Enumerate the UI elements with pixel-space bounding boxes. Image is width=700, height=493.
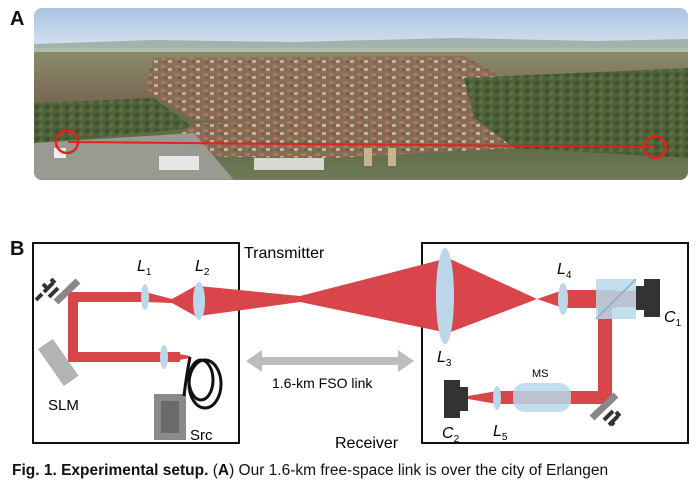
- beam-to-c2: [468, 391, 497, 404]
- camera-c2-label: C2: [442, 425, 460, 445]
- panel-a-letter: A: [10, 8, 25, 30]
- transmitter-label: Transmitter: [244, 245, 325, 262]
- receiver-box: [421, 242, 689, 444]
- lens-l4-label: L4: [557, 261, 572, 281]
- fso-link-arrow: [246, 350, 414, 372]
- link-path-line: [67, 141, 655, 148]
- camera-c1-icon: [636, 279, 660, 317]
- aerial-city-image: [34, 8, 688, 180]
- beam-mirror-l1: [68, 292, 146, 302]
- beam-l1-l2: [145, 284, 199, 318]
- free-space-beam: [199, 258, 448, 333]
- lens-tx-bottom: [160, 345, 168, 369]
- lens-l3-label: L3: [437, 349, 452, 369]
- lens-l4: [558, 283, 568, 315]
- lens-l5: [493, 386, 501, 410]
- lens-l2-label: L2: [195, 258, 210, 278]
- beam-l3-focus: [448, 258, 537, 333]
- aerial-city-photo: [34, 8, 688, 180]
- ms-device: [513, 383, 571, 412]
- receiver-location-marker: [642, 134, 668, 160]
- mirror-tx-icon: [34, 277, 81, 305]
- lens-l1-label: L1: [137, 258, 152, 278]
- caption-panel-ref: A: [217, 462, 230, 479]
- lens-l5-label: L5: [493, 423, 508, 443]
- src-device-inner: [161, 401, 179, 433]
- beam-bottom: [68, 352, 180, 362]
- caption-lead: Fig. 1. Experimental setup.: [12, 462, 209, 479]
- beam-to-fiber: [168, 352, 190, 362]
- lens-l2: [193, 282, 205, 320]
- src-label: Src: [190, 427, 213, 444]
- camera-c2-icon: [444, 380, 468, 418]
- slm-device: [38, 338, 79, 387]
- beam-splitter-diagonal: [595, 278, 637, 320]
- fso-link-label: 1.6-km FSO link: [272, 375, 373, 391]
- ms-label: MS: [532, 368, 549, 380]
- transmitter-box: [32, 242, 240, 444]
- receiver-label: Receiver: [335, 435, 399, 452]
- lens-l1: [141, 284, 149, 310]
- figure-caption: Fig. 1. Experimental setup. (A) Our 1.6-…: [12, 462, 608, 480]
- mirror-rx-icon: [589, 392, 622, 427]
- fiber-coil-icon: [182, 356, 223, 410]
- beam-bs-down: [598, 300, 612, 400]
- panel-b-letter: B: [10, 238, 25, 260]
- camera-c1-label: C1: [664, 309, 682, 329]
- transmitter-location-marker: [54, 129, 80, 155]
- lens-l3: [436, 248, 454, 344]
- caption-paren-open: (: [208, 462, 218, 479]
- beam-vertical-left: [68, 292, 78, 362]
- caption-text: ) Our 1.6-km free-space link is over the…: [229, 462, 609, 479]
- slm-label: SLM: [48, 397, 79, 414]
